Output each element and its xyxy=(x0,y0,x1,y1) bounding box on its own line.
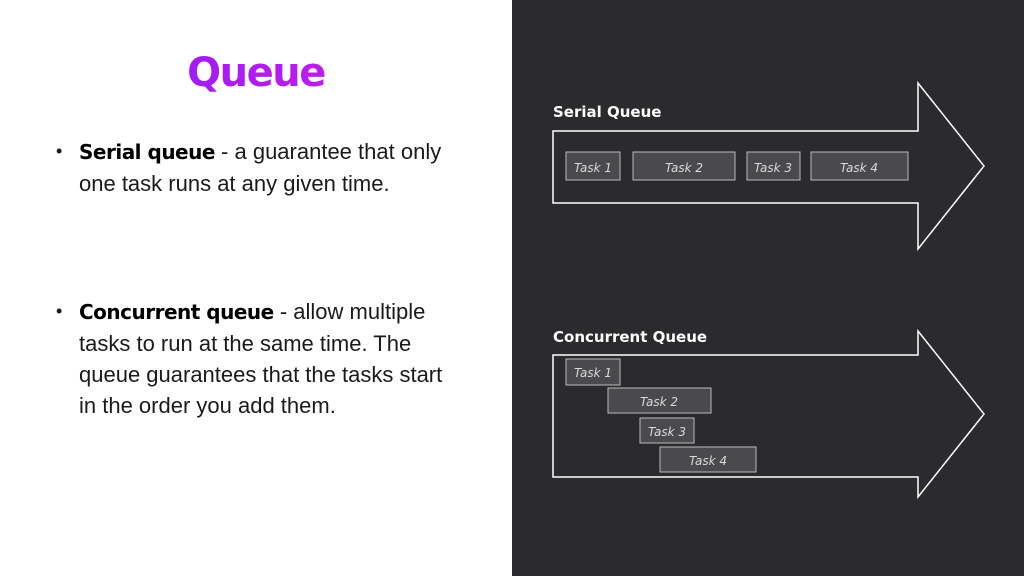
task-label: Task 1 xyxy=(574,161,612,175)
concurrent-task-2: Task 2 xyxy=(607,387,712,414)
concurrent-task-3: Task 3 xyxy=(639,417,695,444)
bullet-dot-icon: • xyxy=(56,141,63,161)
bullet-text: - a guarantee that only one task runs at… xyxy=(79,139,442,196)
task-label: Task 4 xyxy=(840,161,878,175)
concurrent-queue-label: Concurrent Queue xyxy=(553,328,707,346)
task-label: Task 3 xyxy=(648,425,686,439)
task-label: Task 1 xyxy=(574,366,612,380)
slide-title: Queue xyxy=(0,50,512,96)
serial-task-4: Task 4 xyxy=(810,151,909,181)
serial-task-3: Task 3 xyxy=(746,151,801,181)
serial-queue-arrow xyxy=(552,80,985,252)
task-label: Task 3 xyxy=(754,161,792,175)
text-panel: Queue • Serial queue - a guarantee that … xyxy=(0,50,512,421)
bullet-term: Serial queue xyxy=(79,140,215,164)
serial-task-2: Task 2 xyxy=(632,151,736,181)
task-label: Task 2 xyxy=(640,395,678,409)
bullet-text: - allow multiple tasks to run at the sam… xyxy=(79,299,443,418)
concurrent-task-4: Task 4 xyxy=(659,446,757,473)
concurrent-task-1: Task 1 xyxy=(565,358,621,386)
task-label: Task 4 xyxy=(689,454,727,468)
queue-diagram: Serial Queue Task 1 Task 2 Task 3 Task 4… xyxy=(552,80,985,500)
diagram-panel: Serial Queue Task 1 Task 2 Task 3 Task 4… xyxy=(512,0,1024,576)
bullet-term: Concurrent queue xyxy=(79,300,274,324)
bullet-serial-queue: • Serial queue - a guarantee that only o… xyxy=(56,136,456,199)
serial-task-1: Task 1 xyxy=(565,151,621,181)
serial-queue-label: Serial Queue xyxy=(553,103,661,121)
bullet-concurrent-queue: • Concurrent queue - allow multiple task… xyxy=(56,296,456,421)
bullet-dot-icon: • xyxy=(56,301,63,321)
task-label: Task 2 xyxy=(665,161,703,175)
concurrent-queue-arrow xyxy=(552,328,985,500)
